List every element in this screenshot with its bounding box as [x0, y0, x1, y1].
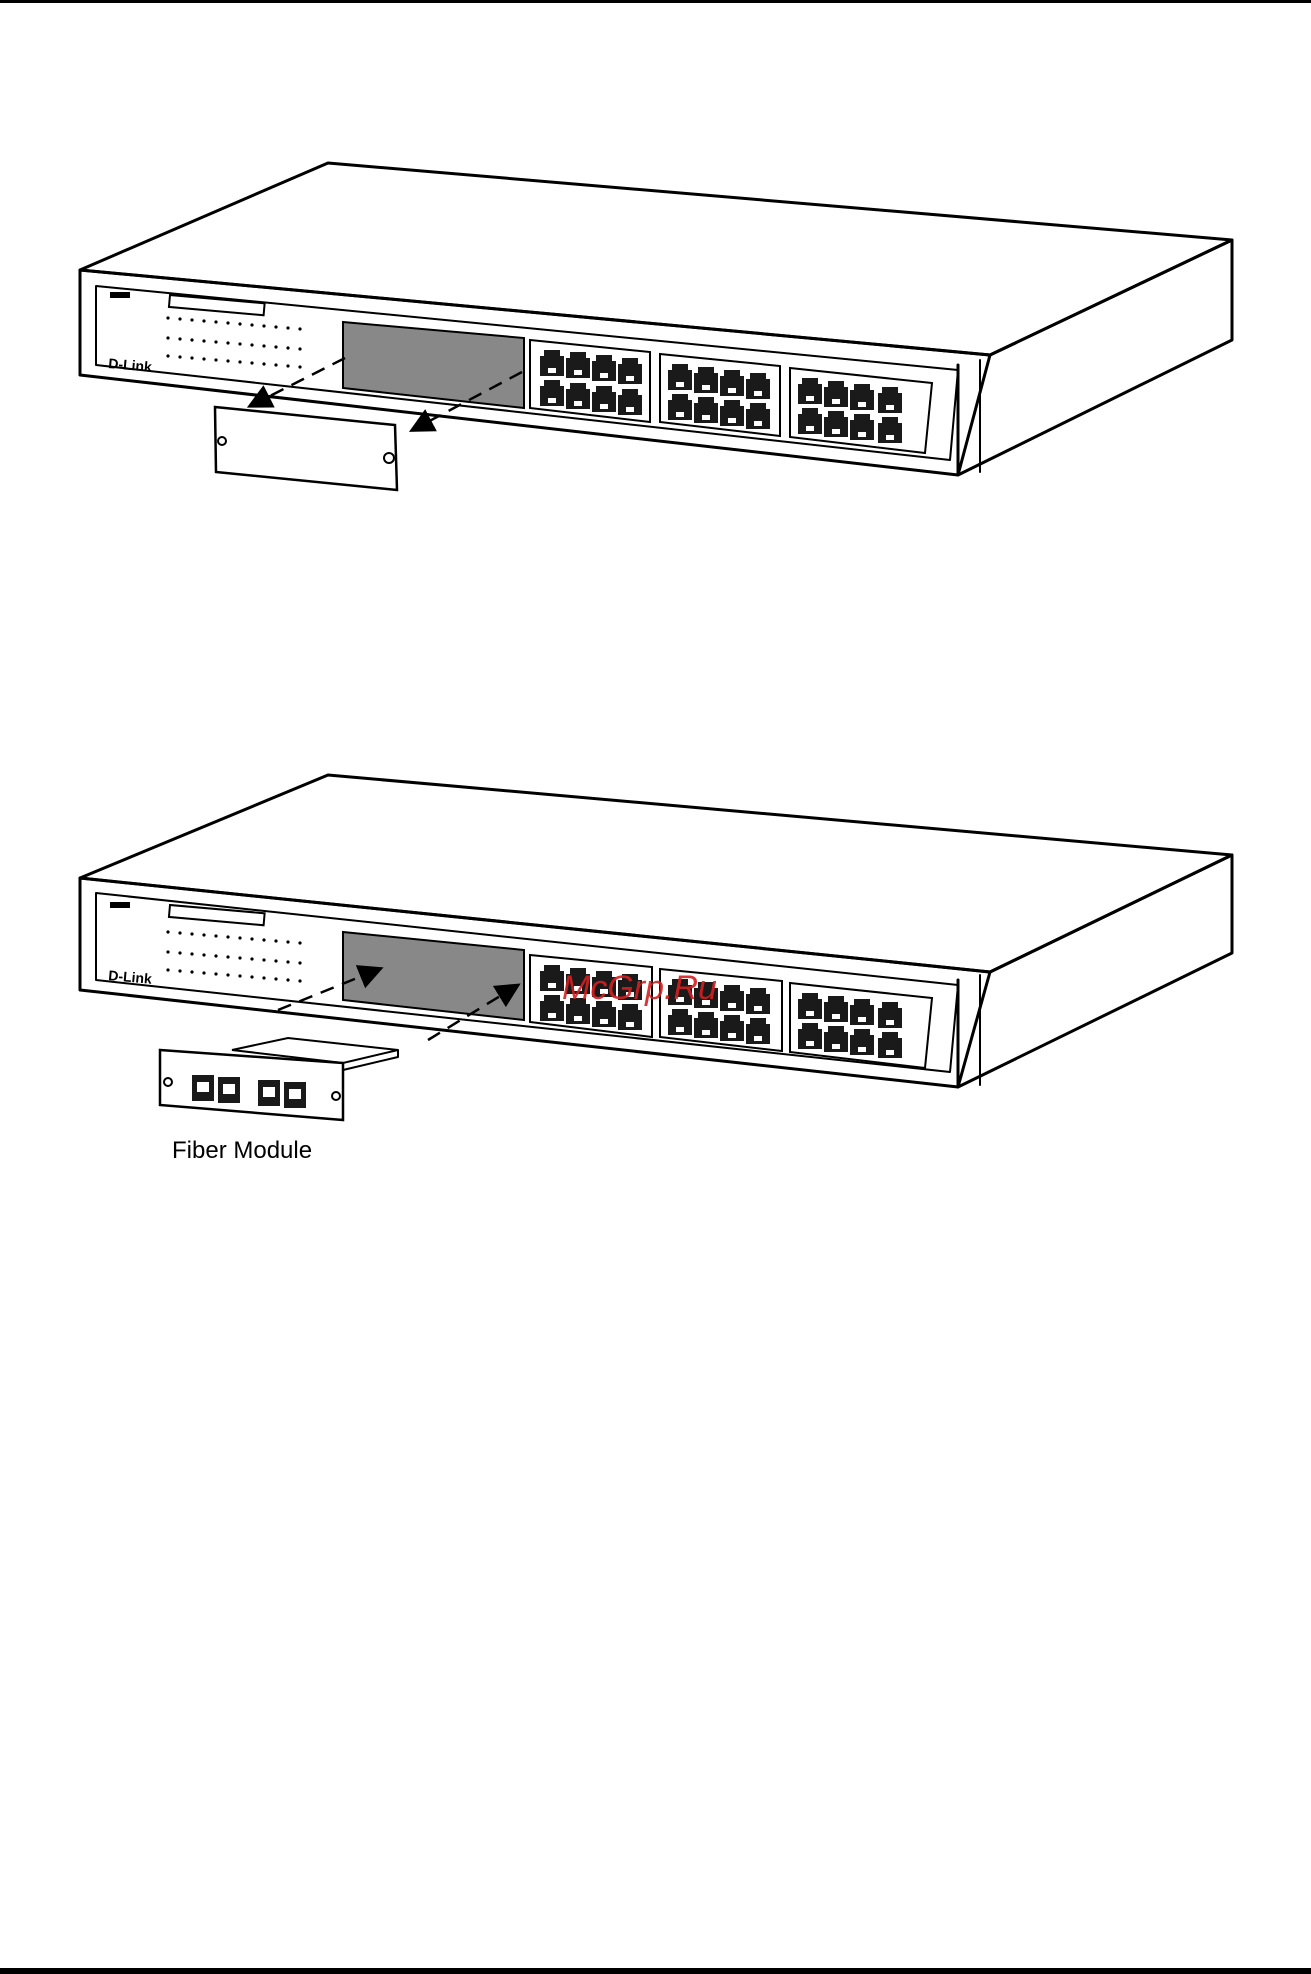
arrow-out-icon: [258, 358, 345, 402]
watermark-text: McGrp.Ru: [562, 969, 717, 1007]
module-slot-opening: [343, 932, 524, 1020]
port-block-3: [790, 983, 932, 1068]
screw-icon: [164, 1078, 172, 1086]
figure-1-switch-remove-cover: D-Link: [80, 163, 1232, 490]
fiber-module: [0, 1038, 398, 1120]
screw-icon: [218, 437, 226, 445]
screw-icon: [332, 1092, 340, 1100]
fiber-module-label: Fiber Module: [172, 1137, 312, 1164]
brand-label: D-Link: [108, 355, 153, 375]
port-block-1: [530, 340, 650, 422]
port-block-2: [660, 354, 780, 436]
brand-label: D-Link: [108, 967, 153, 987]
slot-cover-plate: [215, 407, 397, 490]
port-block-3: [790, 368, 932, 453]
screw-icon: [384, 453, 394, 463]
